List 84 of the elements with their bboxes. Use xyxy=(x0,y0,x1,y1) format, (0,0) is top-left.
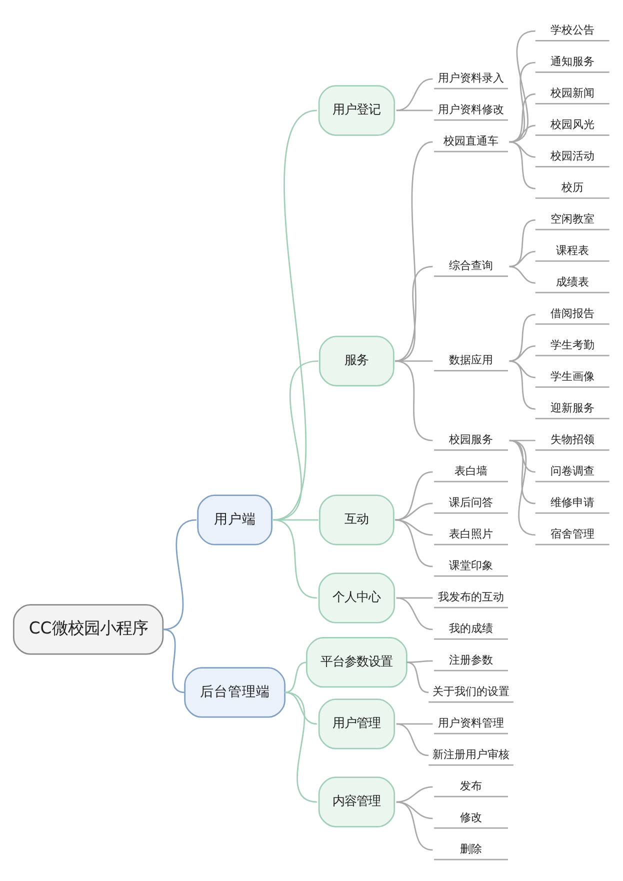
node-text: 关于我们的设置 xyxy=(432,685,510,698)
connector xyxy=(509,219,536,268)
connector xyxy=(273,519,318,599)
node-text: 失物招领 xyxy=(550,433,594,446)
connector xyxy=(509,440,536,536)
node-text: 校园新闻 xyxy=(550,86,594,100)
connector xyxy=(406,660,433,664)
node-text: 用户资料录入 xyxy=(438,72,504,85)
connector xyxy=(284,692,318,725)
connector xyxy=(394,360,433,442)
connector xyxy=(394,141,433,362)
node-text: 问卷调查 xyxy=(550,464,594,478)
node-text: 发布 xyxy=(460,780,482,793)
node-box: 后台管理端 xyxy=(184,667,286,718)
node-text: 迎新服务 xyxy=(550,402,594,415)
node-text: 校历 xyxy=(561,181,584,194)
connector xyxy=(396,78,433,112)
node-text: 借阅报告 xyxy=(550,307,594,320)
connector xyxy=(284,692,318,803)
node-text: 课程表 xyxy=(556,244,589,258)
node-text: 数据应用 xyxy=(449,354,494,367)
connector xyxy=(509,314,536,362)
node-text: 成绩表 xyxy=(556,276,589,289)
connector xyxy=(509,62,536,143)
node-box: 内容管理 xyxy=(318,776,396,828)
node-text: 校园风光 xyxy=(550,118,594,132)
connector xyxy=(396,723,429,756)
node-text: 我的成绩 xyxy=(449,622,494,636)
node-text: 修改 xyxy=(460,811,482,824)
connector xyxy=(509,124,536,143)
node-box: 平台参数设置 xyxy=(306,637,408,688)
node-text: 通知服务 xyxy=(550,55,594,68)
connector xyxy=(162,519,197,630)
connector xyxy=(394,266,433,362)
connector xyxy=(396,110,433,112)
connector xyxy=(273,360,318,521)
node-box: 用户端 xyxy=(197,494,272,546)
node-text: 校园直通车 xyxy=(444,134,499,148)
connector xyxy=(162,628,185,694)
node-box: CC微校园小程序 xyxy=(12,604,164,655)
node-text: 用户资料管理 xyxy=(438,716,504,730)
connector xyxy=(394,502,433,521)
connector xyxy=(396,786,433,803)
node-text: 表白照片 xyxy=(449,528,494,541)
node-text: 表白墙 xyxy=(454,464,488,478)
connector xyxy=(509,250,536,268)
node-text: 综合查询 xyxy=(449,259,494,272)
connector xyxy=(509,30,536,143)
node-text: 维修申请 xyxy=(550,496,594,510)
connector xyxy=(509,345,536,362)
node-text: 校园活动 xyxy=(550,150,594,163)
connector xyxy=(273,519,318,521)
connector xyxy=(509,360,536,410)
node-box: 服务 xyxy=(319,336,394,386)
node-text: 注册参数 xyxy=(449,654,494,667)
node-box: 个人中心 xyxy=(318,572,396,624)
node-text: 空闲教室 xyxy=(550,212,594,226)
connector xyxy=(272,110,318,521)
node-box: 用户登记 xyxy=(318,85,396,136)
connector xyxy=(394,519,433,568)
node-text: 新注册用户审核 xyxy=(432,748,510,762)
connector xyxy=(396,801,433,851)
connector xyxy=(509,141,536,190)
node-text: 学生考勤 xyxy=(550,338,594,352)
connector xyxy=(396,597,433,630)
connector xyxy=(394,471,433,521)
connector xyxy=(509,440,536,504)
connector xyxy=(284,662,307,694)
node-box: 用户管理 xyxy=(318,698,396,750)
node-text: 删除 xyxy=(460,842,482,856)
node-text: 学校公告 xyxy=(550,24,594,37)
node-text: 用户资料修改 xyxy=(438,103,504,116)
connector xyxy=(509,141,536,158)
node-text: 课后问答 xyxy=(449,496,494,510)
connector xyxy=(509,440,536,473)
connector xyxy=(509,266,536,284)
node-box: 互动 xyxy=(319,494,394,546)
node-text: 宿舍管理 xyxy=(550,528,594,541)
node-text: 课堂印象 xyxy=(449,559,494,572)
node-text: 校园服务 xyxy=(449,433,494,446)
connector xyxy=(509,93,536,143)
node-text: 我发布的互动 xyxy=(438,590,504,604)
connector xyxy=(406,662,429,694)
node-text: 学生画像 xyxy=(550,370,594,384)
